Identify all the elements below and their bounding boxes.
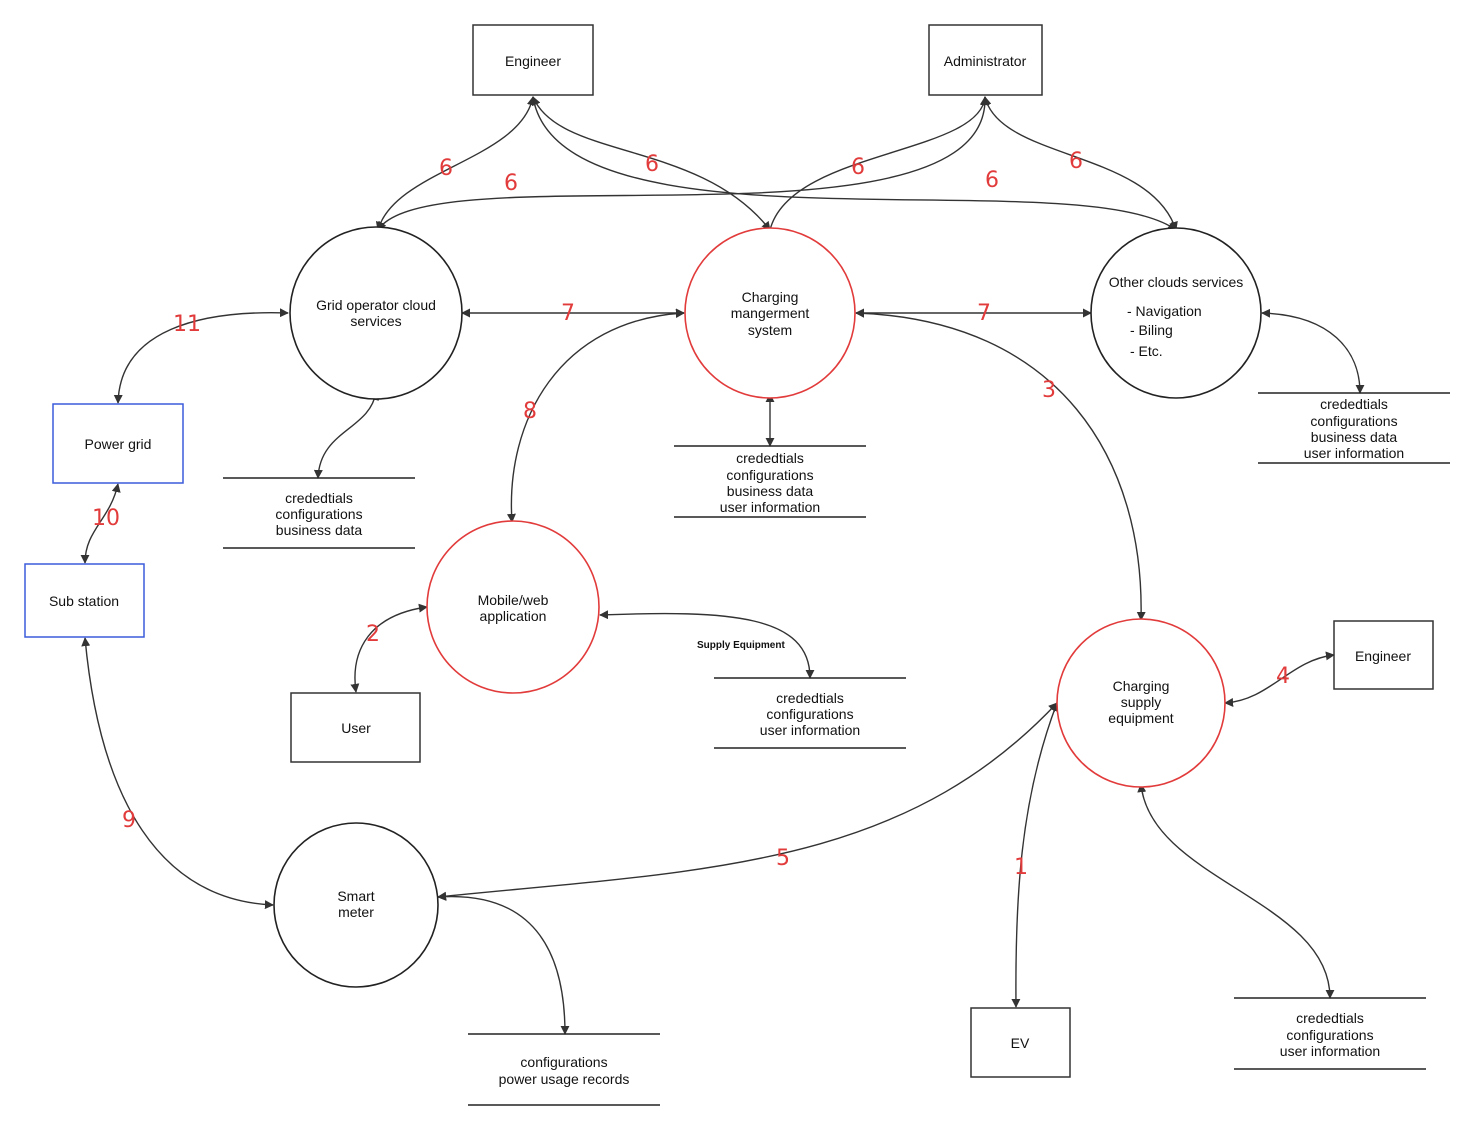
store-meter-line-1: configurations [520,1054,607,1070]
entity-administrator-label: Administrator [944,53,1027,69]
store-cse-line-1: crededtials [1296,1010,1364,1026]
flow-number-4: 4 [1276,664,1290,689]
flow-cms-cse [855,308,1146,621]
store-other-line-3: business data [1311,429,1398,445]
process-other-clouds-item-2: - Biling [1130,322,1173,338]
store-meter-line-2: power usage records [499,1071,630,1087]
store-cse-line-2: configurations [1286,1027,1373,1043]
entity-power-grid: Power grid [52,403,184,484]
flow-number-7a: 7 [561,301,575,326]
process-other-clouds-services: Other clouds services - Navigation - Bil… [1090,227,1262,399]
flow-number-7b: 7 [977,301,991,326]
process-cms-line-1: Charging [742,289,799,305]
process-charging-management-system: Charging mangerment system [684,227,856,399]
process-grid-operator-cloud: Grid operator cloud services [289,226,463,400]
entity-engineer-right: Engineer [1333,620,1434,690]
store-grid-line-1: crededtials [285,490,353,506]
process-mobile-app-line-2: application [480,608,547,624]
store-cms-line-4: user information [720,499,820,515]
store-cse: crededtials configurations user informat… [1234,997,1426,1070]
store-cse-line-3: user information [1280,1043,1380,1059]
store-cms: crededtials configurations business data… [674,445,866,518]
flow-number-2: 2 [366,622,380,647]
store-grid-cloud: crededtials configurations business data [223,477,415,549]
entity-engineer-top-label: Engineer [505,53,561,69]
flow-sub-station-smart-meter [81,637,274,910]
process-other-clouds-title: Other clouds services [1109,274,1244,290]
flow-admin-to-grid-cloud [377,96,990,231]
supply-equipment-note: Supply Equipment [697,640,785,651]
entity-engineer-top: Engineer [472,24,594,96]
flow-admin-to-cms [769,96,989,231]
entity-user-label: User [341,720,371,736]
flow-cse-smart-meter [437,702,1058,901]
flow-admin-to-other-clouds [982,96,1178,231]
entity-user: User [290,692,421,763]
store-app-line-2: configurations [766,706,853,722]
store-mobile-app: crededtials configurations user informat… [714,677,906,749]
flow-number-6e: 6 [985,168,999,193]
flow-number-9: 9 [122,808,136,833]
process-cse-line-1: Charging [1113,678,1170,694]
flow-mobile-app-user [350,603,428,693]
flow-smart-meter-store [437,891,570,1035]
process-cms-line-2: mangerment [731,305,810,321]
store-other-clouds: crededtials configurations business data… [1258,392,1450,464]
flow-number-6a: 6 [439,156,453,181]
flow-number-6c: 6 [645,152,659,177]
flow-number-11: 11 [173,312,201,337]
store-cms-line-3: business data [727,483,814,499]
flow-number-1: 1 [1014,855,1028,880]
flow-number-6f: 6 [1069,149,1083,174]
flow-number-10: 10 [92,506,120,531]
store-grid-line-3: business data [276,522,363,538]
store-app-line-1: crededtials [776,690,844,706]
store-cms-line-1: crededtials [736,450,804,466]
store-other-line-4: user information [1304,445,1404,461]
store-other-line-1: crededtials [1320,396,1388,412]
flow-power-grid-sub-station [80,483,121,564]
process-mobile-web-application: Mobile/web application [426,520,600,694]
entity-administrator: Administrator [928,24,1043,96]
flow-cse-ev [1011,702,1059,1008]
process-cms-line-3: system [748,322,792,338]
process-other-clouds-item-1: - Navigation [1127,303,1202,319]
flow-number-5: 5 [776,846,790,871]
process-cse-line-3: equipment [1108,710,1173,726]
process-smart-meter-line-2: meter [338,904,374,920]
store-app-line-3: user information [760,722,860,738]
flow-grid-cloud-power-grid [113,308,289,404]
process-smart-meter-line-1: Smart [337,888,374,904]
entity-ev: EV [970,1007,1071,1078]
entity-sub-station-label: Sub station [49,593,119,609]
store-grid-line-2: configurations [275,506,362,522]
store-smart-meter: configurations power usage records [468,1033,660,1106]
store-other-line-2: configurations [1310,413,1397,429]
process-other-clouds-item-3: - Etc. [1130,343,1163,359]
flow-number-6d: 6 [851,155,865,180]
entity-sub-station: Sub station [24,563,145,638]
flow-grid-cloud-store [313,391,380,479]
process-grid-cloud-line-1: Grid operator cloud [316,297,436,313]
entity-power-grid-label: Power grid [85,436,152,452]
store-cms-line-2: configurations [726,467,813,483]
flow-cse-engineer [1224,651,1335,707]
entity-engineer-right-label: Engineer [1355,648,1411,664]
flow-number-3: 3 [1042,378,1056,403]
process-cse-line-2: supply [1121,694,1161,710]
process-charging-supply-equipment: Charging supply equipment [1056,618,1226,788]
process-mobile-app-line-1: Mobile/web [478,592,549,608]
entity-ev-label: EV [1011,1035,1030,1051]
process-grid-cloud-line-2: services [350,313,401,329]
flow-engineer-to-grid-cloud [375,96,536,231]
flow-other-clouds-store [1261,308,1365,394]
flow-number-6b: 6 [504,171,518,196]
process-smart-meter: Smart meter [273,822,439,988]
flow-cms-mobile-app [506,308,685,523]
flow-cse-store [1137,783,1335,999]
flow-mobile-app-store [599,610,815,679]
flow-number-8: 8 [523,399,537,424]
